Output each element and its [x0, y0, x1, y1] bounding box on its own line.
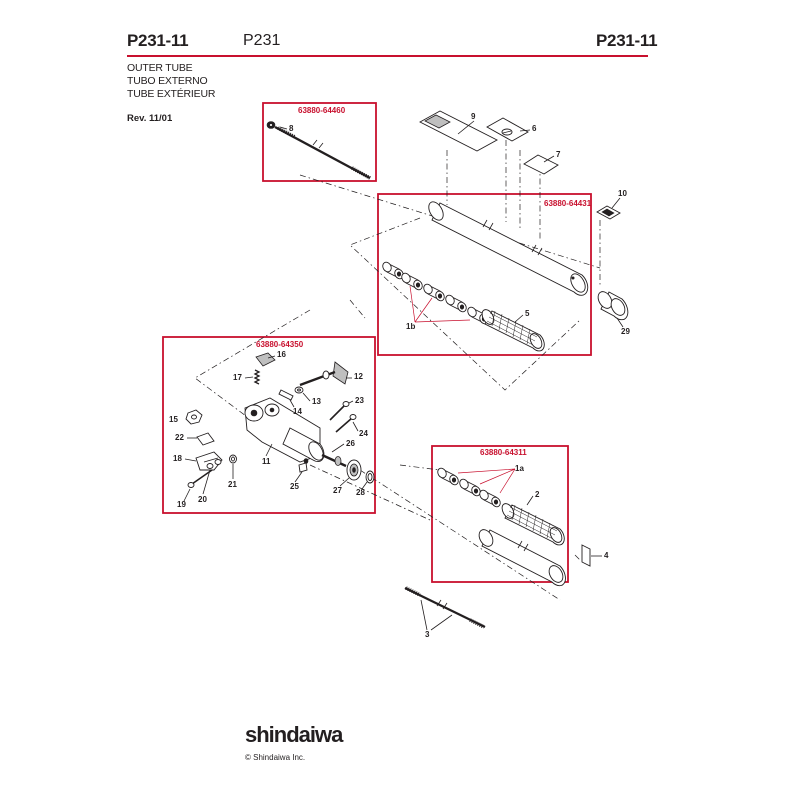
part-label-2: 2	[535, 490, 540, 499]
part-label-11: 11	[262, 457, 271, 466]
title-spanish: TUBO EXTERNO	[127, 75, 208, 87]
knurled-tube-5	[481, 309, 545, 352]
part-label-29: 29	[621, 327, 630, 336]
kit-box-head	[162, 336, 376, 514]
part-label-18: 18	[173, 454, 182, 463]
part-label-7: 7	[556, 150, 561, 159]
ring-28	[365, 470, 375, 484]
part-label-26: 26	[346, 439, 355, 448]
bushings-1b	[382, 261, 489, 325]
shaft-26	[321, 453, 347, 468]
kit-label-outer-tube: 63880-64431	[544, 199, 592, 208]
kit-label-shaft: 63880-64460	[298, 106, 346, 115]
bolt-24	[335, 414, 357, 433]
part-label-6: 6	[532, 124, 537, 133]
spring-17	[253, 369, 261, 385]
clip-25	[298, 462, 308, 473]
clamp-4	[581, 544, 591, 567]
part-label-9: 9	[471, 112, 476, 121]
part-label-17: 17	[233, 373, 242, 382]
bearing-27	[346, 459, 362, 481]
part-label-10: 10	[618, 189, 627, 198]
part-label-20: 20	[198, 495, 207, 504]
model-name: P231	[243, 32, 281, 49]
outer-tube-part	[428, 201, 589, 296]
lever-16	[255, 352, 276, 367]
plate-22	[196, 432, 215, 446]
part-code-right: P231-11	[596, 31, 658, 50]
part-label-3: 3	[425, 630, 430, 639]
decal-9	[419, 110, 498, 152]
part-label-21: 21	[228, 480, 237, 489]
pin-14	[278, 389, 294, 401]
gear-case-11	[244, 397, 325, 464]
part-label-24: 24	[359, 429, 368, 438]
part-label-12: 12	[354, 372, 363, 381]
knob-12	[299, 361, 349, 387]
washer-13	[294, 386, 304, 394]
kit-box-outer-tube	[377, 193, 592, 356]
header-rule	[127, 55, 648, 57]
bracket-18	[195, 451, 223, 471]
kit-label-lower-tube: 63880-64311	[480, 448, 527, 457]
drive-shaft-part	[266, 121, 371, 180]
part-label-4: 4	[604, 551, 609, 560]
ring-21	[229, 454, 237, 464]
part-label-14: 14	[293, 407, 302, 416]
part-label-22: 22	[175, 433, 184, 442]
part-label-28: 28	[356, 488, 365, 497]
bolt-23	[329, 401, 350, 421]
washers-20	[206, 459, 222, 469]
part-label-8: 8	[289, 124, 294, 133]
clip-10	[596, 205, 621, 220]
decal-6	[486, 117, 529, 142]
part-code-left: P231-11	[127, 31, 189, 50]
part-label-1b: 1b	[406, 322, 415, 331]
part-label-15: 15	[169, 415, 178, 424]
screw-19	[187, 469, 213, 488]
brand-logo: shindaiwa	[245, 722, 343, 747]
kit-label-head: 63880-64350	[256, 340, 304, 349]
part-label-13: 13	[312, 397, 321, 406]
kit-box-lower-tube	[431, 445, 569, 583]
part-label-16: 16	[277, 350, 286, 359]
title-french: TUBE EXTÉRIEUR	[127, 88, 216, 100]
lower-tube-part	[478, 529, 566, 587]
part-label-23: 23	[355, 396, 364, 405]
part-label-1a: 1a	[515, 464, 524, 473]
revision-label: Rev. 11/01	[127, 113, 173, 124]
title-english: OUTER TUBE	[127, 62, 193, 74]
decal-7	[523, 154, 559, 175]
part-label-19: 19	[177, 500, 186, 509]
kit-box-shaft	[262, 102, 377, 182]
bushings-1a	[437, 467, 501, 508]
part-label-27: 27	[333, 486, 342, 495]
copyright-notice: © Shindaiwa Inc.	[245, 753, 306, 762]
end-cap-part	[597, 291, 629, 321]
shaft-3	[404, 586, 486, 629]
part-label-25: 25	[290, 482, 299, 491]
nut-15	[185, 409, 203, 425]
knurled-tube-2	[501, 503, 565, 546]
part-label-5: 5	[525, 309, 530, 318]
